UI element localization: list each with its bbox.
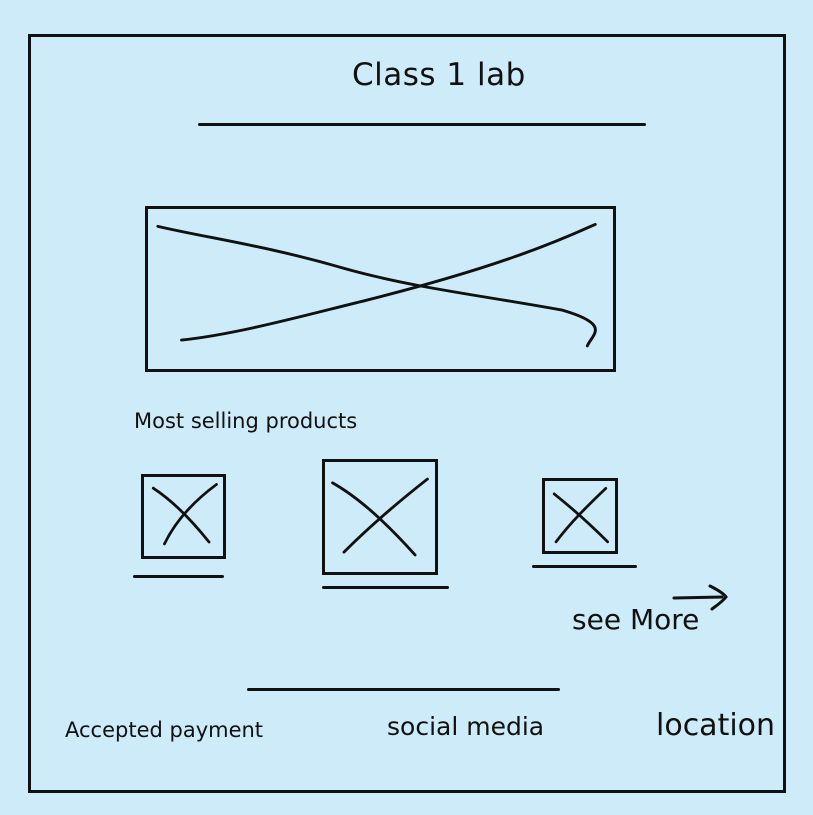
arrow-right-icon[interactable] [670,582,730,612]
title-divider [198,123,646,126]
product-caption-line [322,586,449,589]
hero-image-placeholder[interactable] [145,206,616,372]
footer-location[interactable]: location [656,708,776,743]
product-thumbnail[interactable] [542,478,618,554]
product-thumbnail[interactable] [141,474,226,559]
footer-accepted-payment[interactable]: Accepted payment [65,718,264,742]
product-caption-line [133,575,224,578]
image-placeholder-icon [156,222,597,348]
footer-social-media[interactable]: social media [387,712,545,741]
product-caption-line [532,565,637,568]
page-frame [28,34,786,793]
see-more-link[interactable]: see More [572,603,700,636]
image-placeholder-icon [151,483,218,546]
page-title: Class 1 lab [352,57,526,93]
image-placeholder-icon [331,477,429,557]
image-placeholder-icon [552,486,610,544]
footer-divider [247,688,560,691]
most-selling-heading: Most selling products [134,409,358,433]
product-thumbnail[interactable] [322,459,438,575]
